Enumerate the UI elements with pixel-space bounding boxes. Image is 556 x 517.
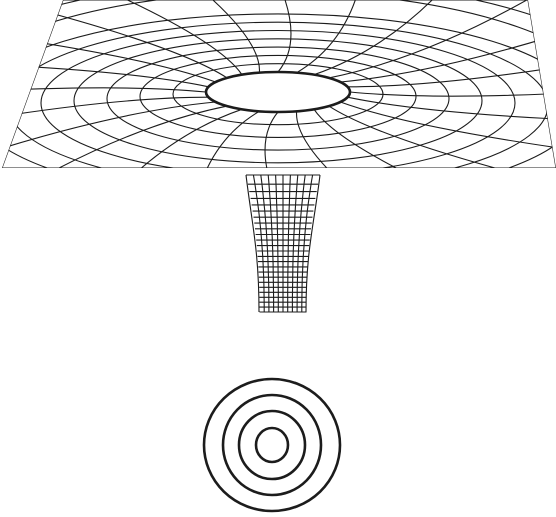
surface-radial-line (340, 102, 556, 160)
funnel-surface (0, 0, 556, 268)
tube-throat (246, 175, 320, 312)
surface-radial-line (314, 0, 470, 75)
concentric-ring (204, 379, 340, 511)
surface-ring (41, 31, 515, 176)
surface-outer-arc (0, 0, 556, 232)
tube-vertical-lines (253, 175, 312, 312)
surface-rings (0, 14, 556, 201)
surface-outline (2, 0, 556, 168)
surface-radial-line (86, 109, 242, 225)
tube-vertical-line (276, 175, 279, 312)
concentric-ring (256, 428, 288, 462)
surface-radial-line (297, 111, 407, 235)
surface-radial-line (348, 97, 556, 123)
surface-radial-line (348, 46, 556, 87)
concentric-ring (239, 411, 305, 479)
surface-ring (0, 14, 556, 201)
concentric-rings (204, 379, 340, 511)
surface-radial-line (297, 0, 367, 73)
surface-radial-line (257, 0, 291, 72)
surface-outer-arc (0, 0, 556, 244)
tube-vertical-line (302, 175, 313, 312)
surface-radial-line (0, 61, 209, 87)
surface-ring (206, 72, 350, 112)
tube-right-edge (306, 175, 320, 312)
tube-vertical-line (288, 175, 291, 312)
surface-radial-line (265, 112, 299, 242)
